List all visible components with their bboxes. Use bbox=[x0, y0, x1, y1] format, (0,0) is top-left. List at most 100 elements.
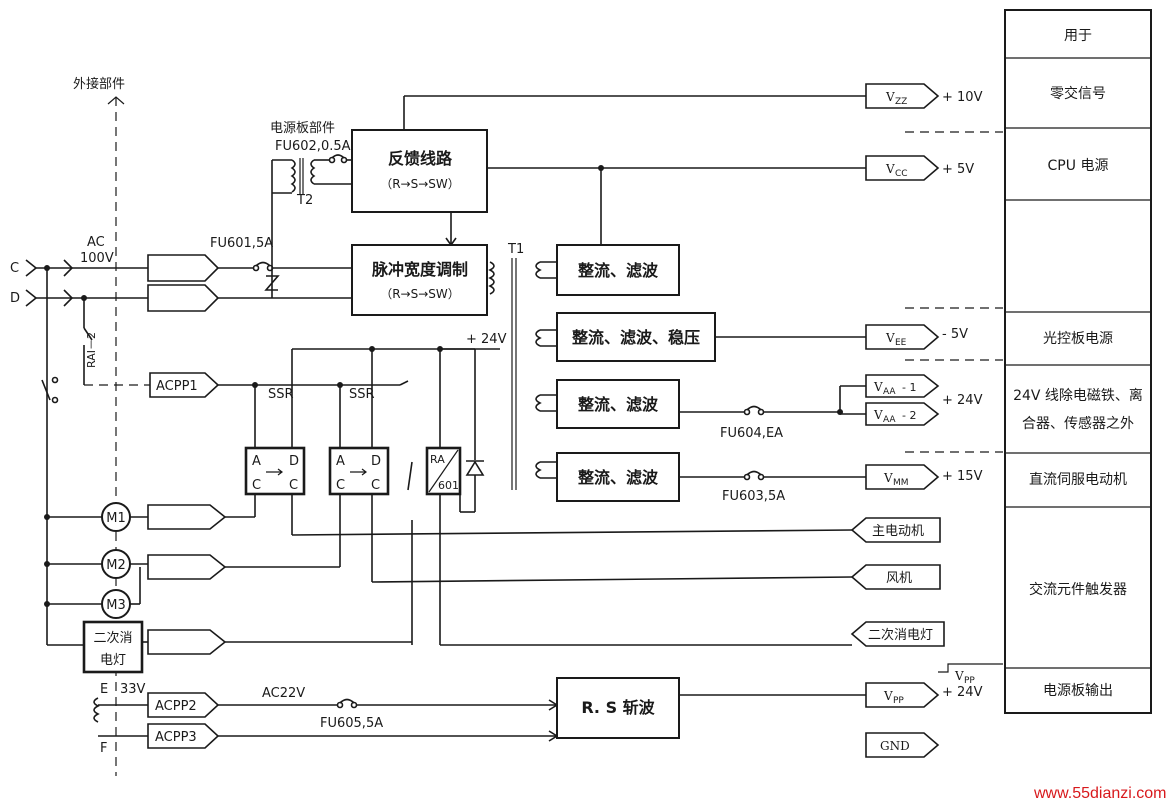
svg-text:601: 601 bbox=[438, 479, 459, 492]
output-main-motor: 主电动机 bbox=[850, 517, 941, 543]
svg-text:CC: CC bbox=[895, 169, 908, 179]
terminal-f-label: F bbox=[100, 741, 107, 756]
connector-housing-d bbox=[147, 284, 220, 312]
connector-acpp3 bbox=[147, 723, 220, 749]
svg-text:M1: M1 bbox=[106, 511, 126, 526]
svg-text:M3: M3 bbox=[106, 598, 126, 613]
fuse-fu602-icon bbox=[331, 154, 345, 159]
svg-text:RA: RA bbox=[430, 453, 445, 466]
svg-text:PP: PP bbox=[893, 696, 904, 706]
rai2-label: RAI－2 bbox=[85, 332, 98, 368]
fu601-label: FU601,5A bbox=[210, 236, 273, 251]
svg-text:- 1: - 1 bbox=[902, 381, 916, 394]
svg-text:V: V bbox=[885, 162, 895, 176]
usage-ac-trigger: 交流元件触发器 bbox=[1029, 581, 1127, 598]
vee-value: - 5V bbox=[942, 327, 968, 342]
t2-label: T2 bbox=[296, 193, 313, 208]
fuse-fu601-icon bbox=[255, 261, 271, 267]
svg-text:EE: EE bbox=[895, 338, 907, 348]
rectifier-filter-block-1 bbox=[556, 244, 680, 296]
rs-chopper-block bbox=[556, 677, 680, 739]
vcc-value: + 5V bbox=[942, 162, 974, 177]
output-vaa2: V AA - 2 bbox=[865, 402, 940, 426]
ac-voltage-label: 100V bbox=[80, 251, 114, 266]
connector-housing-c bbox=[147, 254, 220, 282]
svg-text:AA: AA bbox=[883, 387, 896, 397]
fu604-label: FU604,EA bbox=[720, 426, 783, 441]
svg-text:D: D bbox=[371, 454, 381, 469]
rect1-label: 整流、滤波 bbox=[577, 261, 659, 280]
connector-acpp2 bbox=[147, 692, 220, 718]
svg-text:主电动机: 主电动机 bbox=[872, 524, 924, 539]
svg-text:V: V bbox=[873, 380, 883, 394]
usage-board-output: 电源板输出 bbox=[1043, 683, 1113, 699]
pwm-title: 脉冲宽度调制 bbox=[371, 260, 468, 279]
fu602-label: FU602,0.5A bbox=[275, 139, 351, 154]
ssr-relay-2: A D C C bbox=[328, 446, 390, 496]
varistor-icon bbox=[264, 275, 280, 291]
fuse-fu605-icon bbox=[339, 698, 355, 704]
ac22v-label: AC22V bbox=[262, 686, 305, 701]
relay-contact-icon bbox=[407, 461, 413, 491]
rect3-label: 整流、滤波 bbox=[577, 395, 659, 414]
diode-icon bbox=[465, 460, 485, 476]
usage-light-board: 光控板电源 bbox=[1043, 331, 1113, 347]
usage-column: 用于 零交信号 CPU 电源 光控板电源 24V 线除电磁铁、离 合器、传感器之… bbox=[1004, 9, 1152, 714]
svg-text:- 2: - 2 bbox=[902, 409, 916, 422]
transformer-t2-secondary-icon bbox=[310, 159, 316, 185]
svg-text:V: V bbox=[885, 90, 895, 104]
svg-text:PP: PP bbox=[964, 676, 975, 686]
svg-text:C: C bbox=[252, 478, 261, 493]
power-board-label: 电源板部件 bbox=[270, 121, 335, 136]
output-lamp: 二次消电灯 bbox=[850, 621, 945, 647]
svg-text:A: A bbox=[252, 454, 261, 469]
rect2-label: 整流、滤波、稳压 bbox=[571, 328, 700, 347]
svg-text:V: V bbox=[883, 689, 893, 703]
acpp2-label: ACPP2 bbox=[155, 699, 197, 714]
connector-d-icon bbox=[25, 289, 38, 307]
svg-text:V: V bbox=[873, 408, 883, 422]
transformer-t2-primary-icon bbox=[290, 159, 296, 193]
t1-label: T1 bbox=[507, 242, 524, 257]
watermark: www.55dianzi.com bbox=[1033, 785, 1167, 802]
connector-acpp1 bbox=[149, 372, 220, 398]
svg-text:C: C bbox=[371, 478, 380, 493]
lamp-label-2: 电灯 bbox=[100, 653, 126, 668]
svg-text:A: A bbox=[336, 454, 345, 469]
rectifier-filter-block-3 bbox=[556, 379, 680, 429]
plug-c-icon bbox=[63, 259, 74, 277]
secondary-lamp-box bbox=[82, 620, 144, 674]
terminal-e-label: E bbox=[100, 682, 108, 697]
ssr2-label: SSR bbox=[349, 387, 375, 402]
acpp1-label: ACPP1 bbox=[156, 379, 198, 394]
vaa-value: + 24V bbox=[942, 393, 983, 408]
feedback-subtitle: （R→S→SW） bbox=[380, 177, 460, 191]
lamp-label-1: 二次消 bbox=[93, 630, 132, 646]
t1-winding-3-icon bbox=[535, 394, 542, 412]
relay-contact-icon bbox=[83, 327, 93, 360]
feedback-title: 反馈线路 bbox=[388, 149, 453, 168]
ssr1-label: SSR bbox=[268, 387, 294, 402]
ac-input: C D AC 100V FU601,5A bbox=[10, 235, 352, 312]
relay-ra601: RA 601 bbox=[425, 446, 462, 496]
feedback-circuit-block bbox=[351, 129, 488, 213]
usage-dc-servo: 直流伺服电动机 bbox=[1029, 471, 1127, 488]
svg-text:ZZ: ZZ bbox=[895, 97, 907, 107]
boundary-arrow-icon bbox=[107, 96, 125, 105]
fuse-fu604-icon bbox=[746, 405, 762, 411]
door-switch-icon bbox=[41, 379, 51, 401]
vpp-top-label: V bbox=[954, 669, 964, 683]
external-parts-label: 外接部件 bbox=[73, 76, 125, 92]
usage-zero-cross: 零交信号 bbox=[1050, 85, 1106, 102]
usage-24v-line-1: 24V 线除电磁铁、离 bbox=[1013, 387, 1143, 404]
svg-text:V: V bbox=[885, 331, 895, 345]
output-gnd: GND bbox=[865, 732, 940, 758]
usage-column-header: 用于 bbox=[1064, 28, 1092, 44]
33v-label: 33V bbox=[120, 682, 146, 697]
connector-m2 bbox=[147, 554, 227, 580]
svg-text:V: V bbox=[883, 471, 893, 485]
t1-winding-4-icon bbox=[535, 461, 542, 479]
fu603-label: FU603,5A bbox=[722, 489, 785, 504]
terminal-c-label: C bbox=[10, 261, 19, 276]
svg-text:风机: 风机 bbox=[886, 571, 912, 586]
